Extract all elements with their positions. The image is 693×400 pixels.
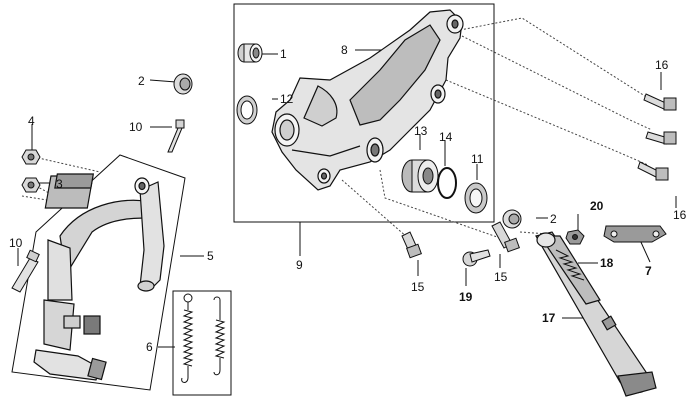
callout-19: 19 (459, 290, 473, 304)
callout-18: 18 (600, 256, 614, 270)
part-main-stand-5 (33, 173, 165, 381)
callout-17: 17 (542, 311, 556, 325)
callout-7: 7 (645, 264, 652, 278)
callout-14: 14 (439, 130, 453, 144)
springs-box (172, 290, 232, 396)
part-nut-4 (21, 149, 41, 165)
callout-12: 12 (280, 92, 294, 106)
part-collar-2-upper (173, 73, 193, 95)
callout-9: 9 (296, 258, 303, 272)
part-springs-6 (181, 293, 226, 383)
callout-10-upper: 10 (129, 120, 143, 134)
callout-2-lower: 2 (550, 212, 557, 226)
callout-13: 13 (414, 124, 428, 138)
callout-2-upper: 2 (138, 74, 145, 88)
callout-6: 6 (146, 340, 153, 354)
callout-5: 5 (207, 249, 214, 263)
part-collar-2-lower (502, 209, 522, 229)
part-bolt-15-right (491, 221, 520, 253)
callout-11: 11 (471, 152, 484, 166)
part-plate-7 (603, 225, 667, 243)
callout-15-right: 15 (494, 270, 508, 284)
part-bolt-10-lower (11, 249, 40, 293)
part-bolt-15-left (401, 231, 422, 259)
callout-1: 1 (280, 47, 287, 61)
callout-16-upper: 16 (655, 58, 669, 72)
callout-20: 20 (590, 199, 604, 213)
part-seal-11 (464, 182, 488, 214)
part-bushing-13 (401, 159, 439, 193)
callout-10-lower: 10 (9, 236, 23, 250)
assembly-dashed-lines (21, 17, 653, 239)
part-oil-seal-12 (236, 95, 258, 125)
callout-8: 8 (341, 43, 348, 57)
part-nut-3 (21, 177, 41, 193)
part-pin-10-upper (167, 119, 185, 153)
callout-16-lower: 16 (673, 208, 687, 222)
part-spring-18 (555, 249, 585, 281)
main-stand-group-frame (11, 154, 186, 391)
part-o-ring-14 (437, 167, 457, 199)
leader-lines (17, 49, 677, 348)
part-engine-hanger-8 (271, 9, 464, 191)
part-collar-1 (237, 43, 263, 63)
callout-15-left: 15 (411, 280, 425, 294)
part-bolts-16 (637, 93, 677, 181)
callout-3: 3 (56, 177, 63, 191)
callout-4: 4 (28, 114, 35, 128)
part-nut-20 (565, 229, 585, 245)
engine-hanger-group-frame (233, 3, 495, 223)
part-pivot-bolt-19 (462, 249, 491, 267)
